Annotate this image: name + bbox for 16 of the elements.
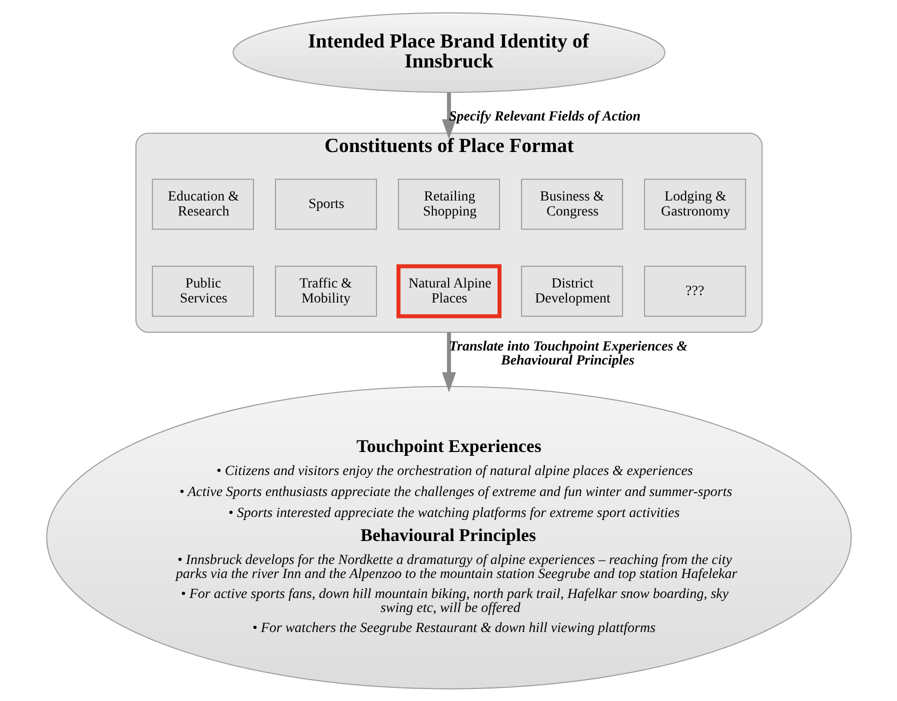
edge-label: Translate into Touchpoint Experiences & Behavioural Principles — [448, 338, 688, 368]
node-box: Traffic & Mobility — [274, 265, 376, 316]
arrow — [441, 92, 456, 139]
node-box: Retailing Shopping — [397, 178, 500, 230]
node-box: Sports — [274, 178, 376, 230]
node-box: Lodging & Gastronomy — [644, 178, 746, 230]
node-ellipse: Touchpoint Experiences • Citizens and visitors enjoy the orchestration of natural alpine places & experiences • Active Sports enthusiasts appreciate the challenges of extreme and fun winter and summer-sports • Sports interested appreciate the watching platforms for extreme sport activities Behavioural Principles • Innsbruck develops for the Nordkette a dramaturgy of alpine experiences – reaching from the city parks via the river Inn and the Alpenzoo to the mountain station Seegrube and top station Hafelekar • For active sports fans, down hill mountain biking, north park trail, Hafelkar snow boarding, sky swing etc, will be offered • For watchers the Seegrube Restaurant & down hill viewing plattforms — [46, 385, 852, 689]
arrow — [441, 332, 456, 392]
node-box: Public Services — [151, 265, 254, 316]
node-box: Education & Research — [151, 178, 254, 230]
node-box: Business & Congress — [520, 178, 623, 230]
node-box: ??? — [644, 265, 746, 316]
node-box: Natural Alpine Places — [396, 264, 501, 318]
node-box: District Development — [520, 265, 623, 316]
node-ellipse: Intended Place Brand Identity of Innsbruck — [232, 12, 665, 92]
edge-label: Specify Relevant Fields of Action — [448, 108, 640, 124]
